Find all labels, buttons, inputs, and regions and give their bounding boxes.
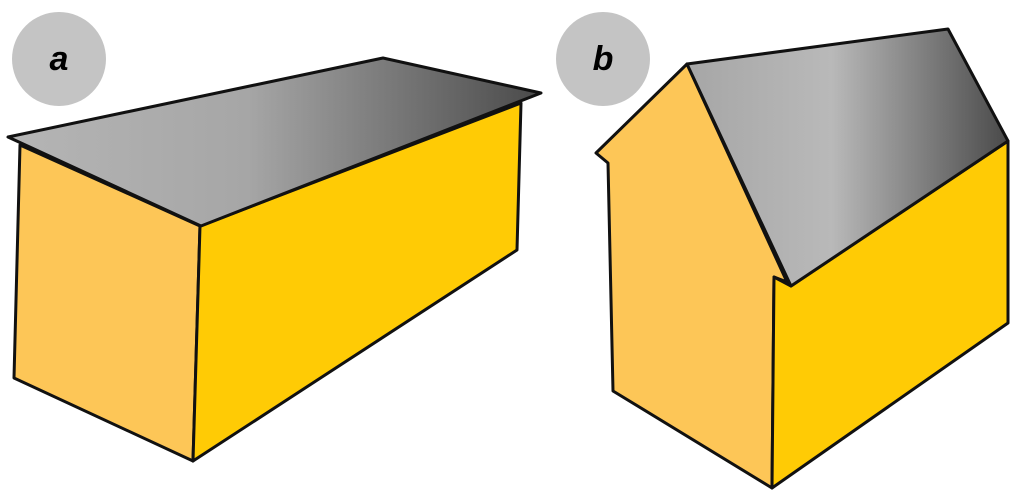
house-a: [8, 58, 541, 461]
panel-a-badge: a: [12, 12, 106, 106]
panel-b-badge: b: [556, 12, 650, 106]
house-b: [596, 29, 1008, 488]
panel-b-label: b: [593, 42, 614, 76]
panel-a-label: a: [50, 42, 69, 76]
